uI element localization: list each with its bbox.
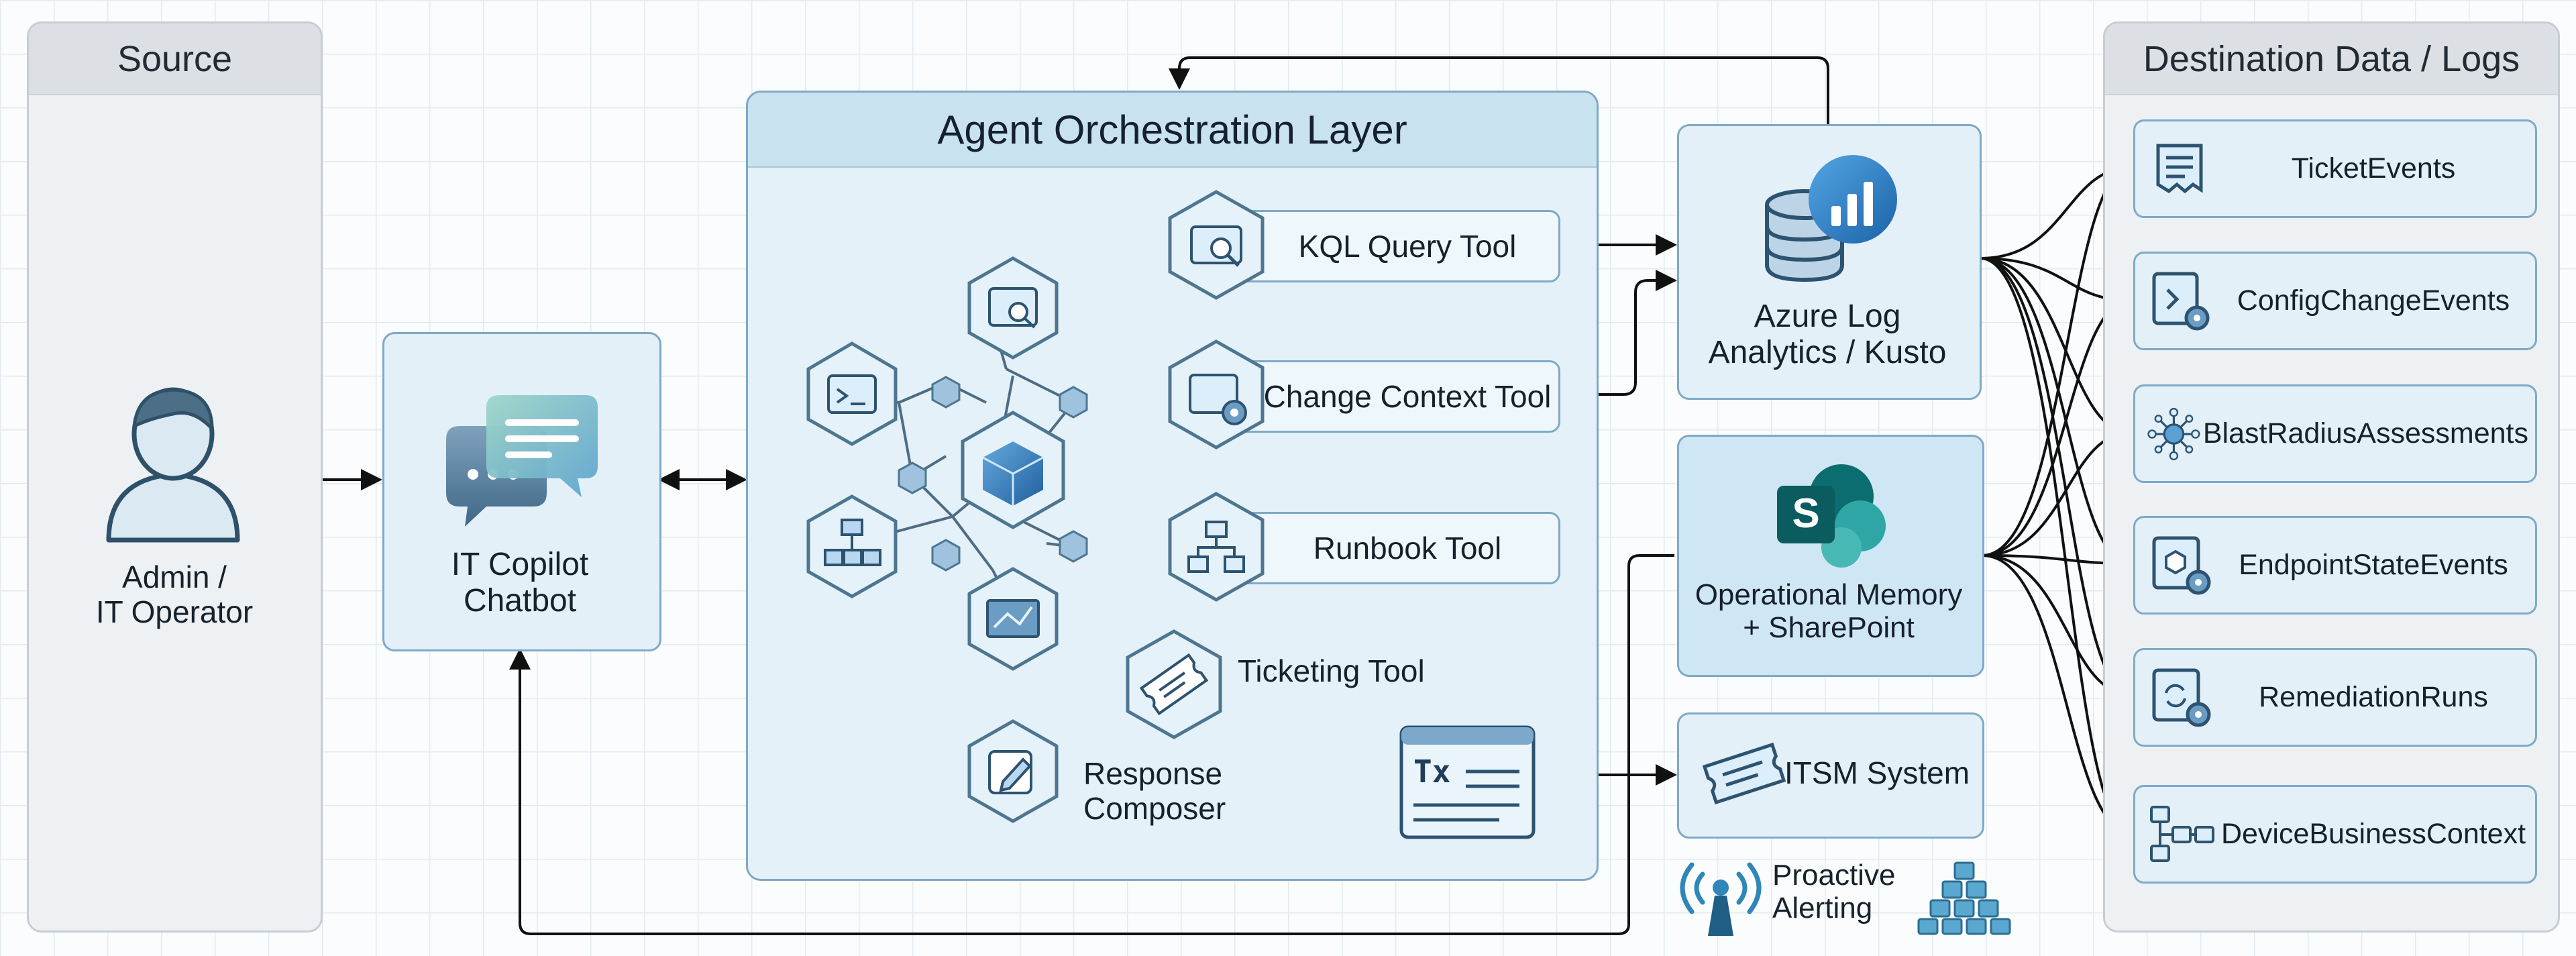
endpoint-gear-icon bbox=[2152, 536, 2211, 594]
admin-operator-label: Admin / IT Operator bbox=[95, 560, 254, 629]
dest-item-label: DeviceBusinessContext bbox=[2220, 818, 2526, 850]
kql-query-tool[interactable]: KQL Query Tool bbox=[1208, 210, 1560, 282]
ticket-icon bbox=[1126, 629, 1222, 739]
sharepoint-logo-icon: S bbox=[1777, 464, 1886, 568]
proactive-alerting-label: Proactive Alerting bbox=[1772, 859, 1896, 925]
dest-item-endpoint-state-events[interactable]: EndpointStateEvents bbox=[2133, 516, 2537, 615]
config-gear-icon bbox=[2152, 272, 2210, 330]
remediation-gear-icon bbox=[2152, 668, 2211, 727]
orchestration-title: Agent Orchestration Layer bbox=[748, 93, 1597, 168]
dest-item-label: RemediationRuns bbox=[2259, 681, 2488, 713]
itsm-system-label: ITSM System bbox=[1784, 755, 1970, 790]
dest-item-remediation-runs[interactable]: RemediationRuns bbox=[2133, 648, 2537, 747]
svg-text:Tx: Tx bbox=[1413, 753, 1450, 790]
itsm-ticket-icon bbox=[1702, 742, 1786, 805]
operational-memory-label: Operational Memory + SharePoint bbox=[1695, 578, 1963, 645]
response-composer-label: Response Composer bbox=[1083, 756, 1226, 826]
user-icon bbox=[106, 387, 240, 543]
dest-item-label: ConfigChangeEvents bbox=[2237, 284, 2510, 317]
network-hub-icon bbox=[2147, 407, 2200, 460]
stacked-blocks-icon bbox=[1917, 861, 2011, 935]
change-context-tool[interactable]: Change Context Tool bbox=[1208, 360, 1560, 433]
runbook-tool-label: Runbook Tool bbox=[1313, 531, 1502, 566]
ticketing-tool-label: Ticketing Tool bbox=[1238, 653, 1425, 688]
kql-query-tool-label: KQL Query Tool bbox=[1298, 229, 1517, 264]
destination-panel-title: Destination Data / Logs bbox=[2105, 23, 2558, 95]
agent-network-graphic bbox=[806, 256, 1088, 823]
source-panel-title: Source bbox=[29, 23, 321, 95]
broadcast-antenna-icon bbox=[1680, 862, 1762, 936]
ticket-doc-icon bbox=[2156, 144, 2203, 193]
runbook-hierarchy-icon bbox=[1168, 492, 1265, 602]
dest-item-ticket-events[interactable]: TicketEvents bbox=[2133, 119, 2537, 218]
chat-bubbles-icon bbox=[446, 395, 598, 527]
kql-search-icon bbox=[1168, 190, 1265, 300]
database-analytics-icon bbox=[1765, 155, 1897, 282]
dest-item-blast-radius-assessments[interactable]: BlastRadiusAssessments bbox=[2133, 384, 2537, 483]
dest-item-label: EndpointStateEvents bbox=[2239, 549, 2508, 581]
change-context-tool-label: Change Context Tool bbox=[1263, 379, 1552, 414]
azure-log-analytics-label: Azure Log Analytics / Kusto bbox=[1708, 299, 1947, 370]
chatbot-label: IT Copilot Chatbot bbox=[451, 547, 589, 619]
device-flow-icon bbox=[2150, 805, 2214, 862]
runbook-tool[interactable]: Runbook Tool bbox=[1208, 512, 1560, 584]
svg-text:S: S bbox=[1792, 490, 1819, 537]
dest-item-label: BlastRadiusAssessments bbox=[2202, 417, 2528, 449]
source-panel: Source bbox=[27, 21, 323, 933]
dest-item-label: TicketEvents bbox=[2291, 152, 2456, 184]
itsm-form-window-icon: Tx bbox=[1399, 725, 1536, 839]
change-context-gear-icon bbox=[1168, 339, 1265, 449]
dest-item-device-business-context[interactable]: DeviceBusinessContext bbox=[2133, 785, 2537, 884]
dest-item-config-change-events[interactable]: ConfigChangeEvents bbox=[2133, 252, 2537, 350]
